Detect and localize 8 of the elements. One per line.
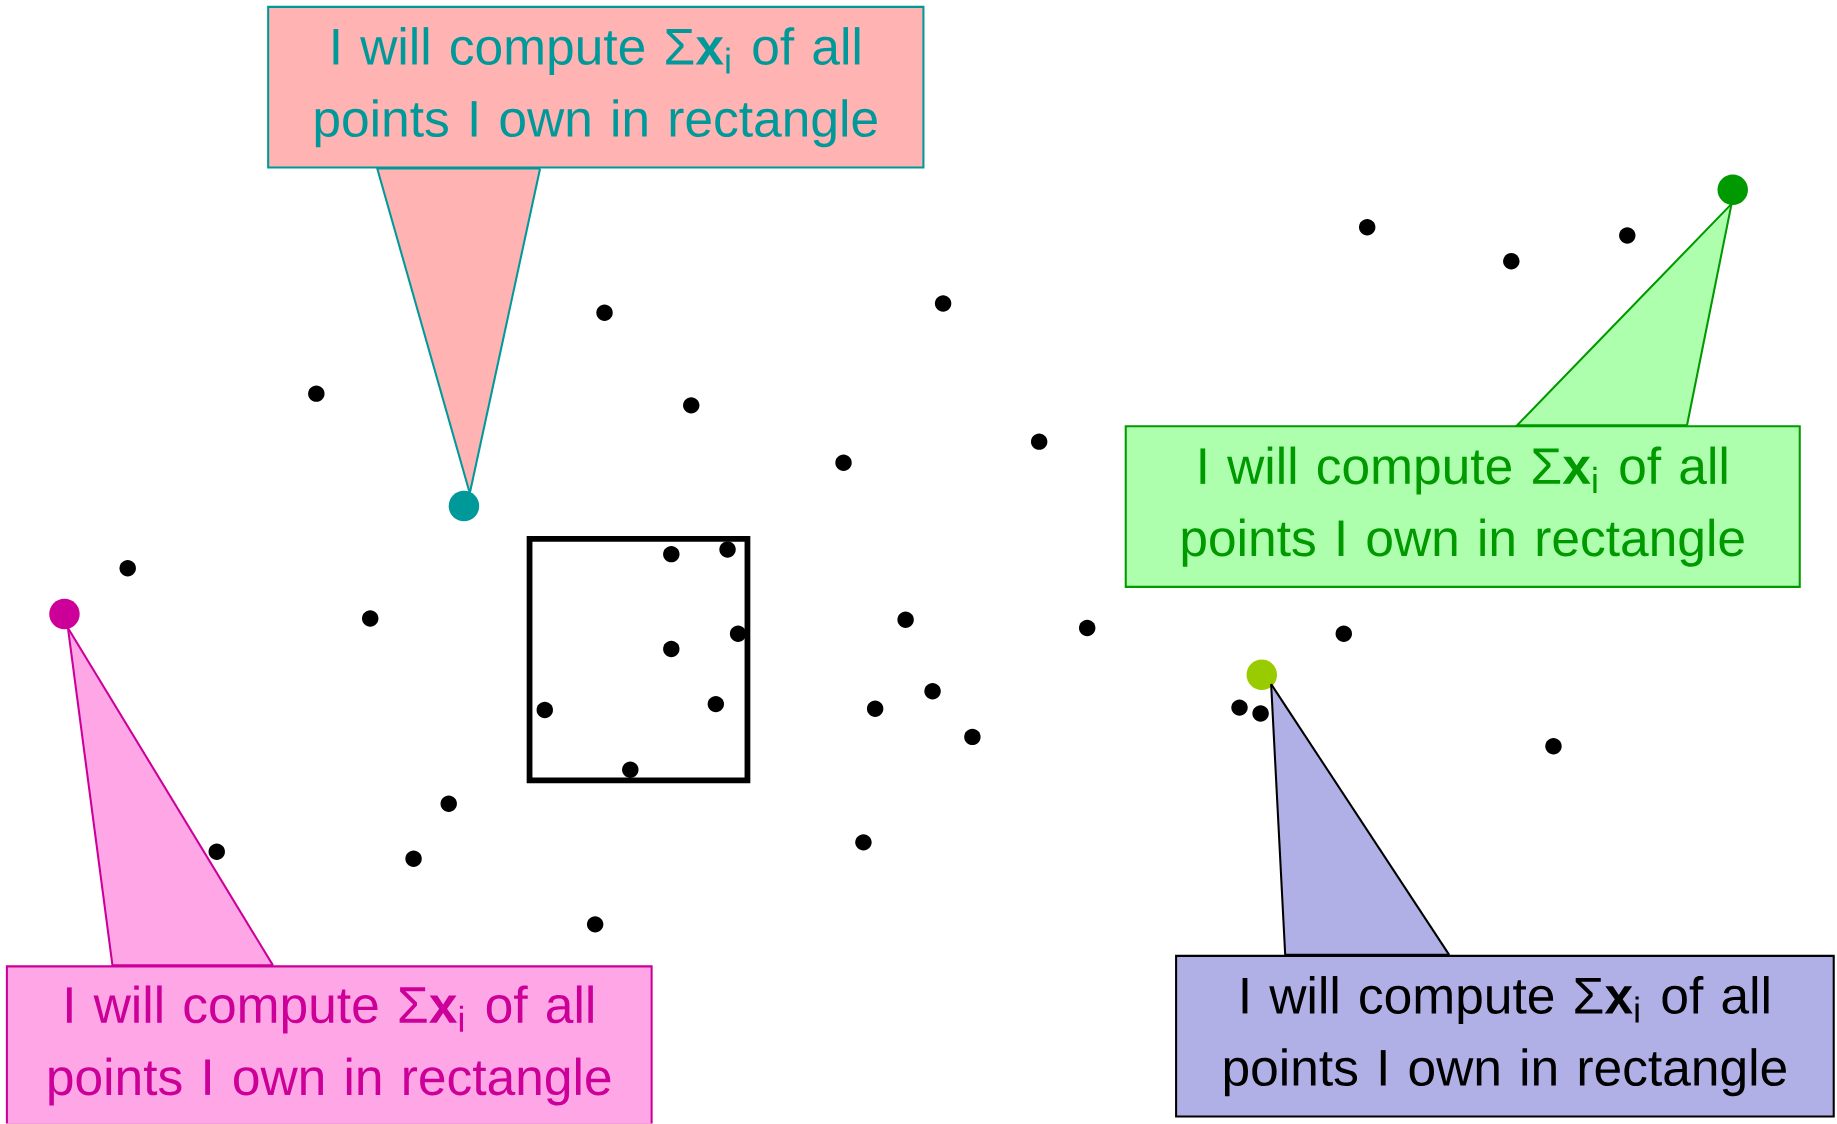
callout-box: I will compute Σx$_{i}$ of all points I own in rectangle — [267, 6, 925, 169]
callout-box: I will compute Σx$_{i}$ of all points I own in rectangle — [5, 965, 653, 1124]
callout-pointer — [375, 167, 542, 495]
point-marker — [1717, 174, 1748, 206]
point-marker — [448, 491, 480, 522]
callout-pointer — [1514, 203, 1733, 427]
point-marker — [1246, 659, 1277, 691]
point-marker — [49, 598, 80, 630]
